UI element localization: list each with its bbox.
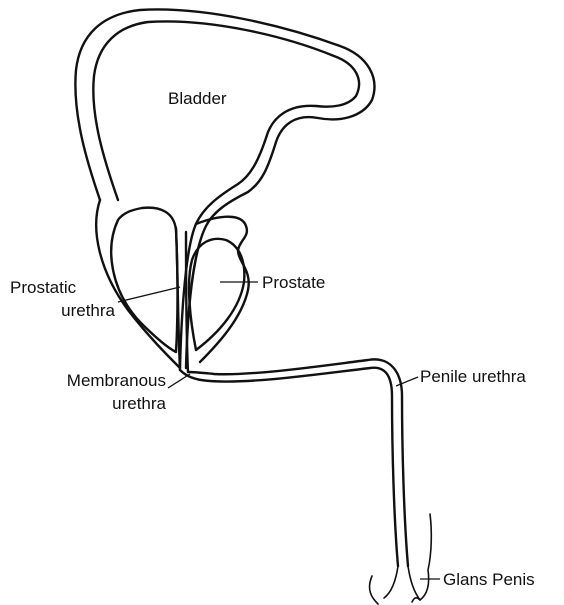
- leader-prostatic-urethra: [118, 287, 180, 302]
- label-prostatic-urethra-1: Prostatic: [10, 278, 77, 297]
- glans-penis-right: [408, 514, 431, 600]
- penile-urethra-outer: [180, 368, 398, 566]
- label-glans-penis: Glans Penis: [443, 570, 535, 589]
- bladder-outer-wall: [75, 9, 374, 368]
- leader-membranous-urethra: [168, 374, 190, 388]
- glans-penis-left-outer: [370, 576, 378, 604]
- label-membranous-urethra-2: urethra: [112, 394, 166, 413]
- penile-urethra-inner: [188, 359, 408, 566]
- glans-penis-tip: [412, 598, 420, 602]
- label-membranous-urethra-1: Membranous: [67, 371, 166, 390]
- label-prostate: Prostate: [262, 273, 325, 292]
- label-bladder: Bladder: [168, 89, 227, 108]
- left-prostate-lobe-outer: [96, 200, 180, 368]
- label-penile-urethra: Penile urethra: [420, 367, 526, 386]
- label-prostatic-urethra-2: urethra: [61, 301, 115, 320]
- glans-penis-left: [384, 566, 398, 598]
